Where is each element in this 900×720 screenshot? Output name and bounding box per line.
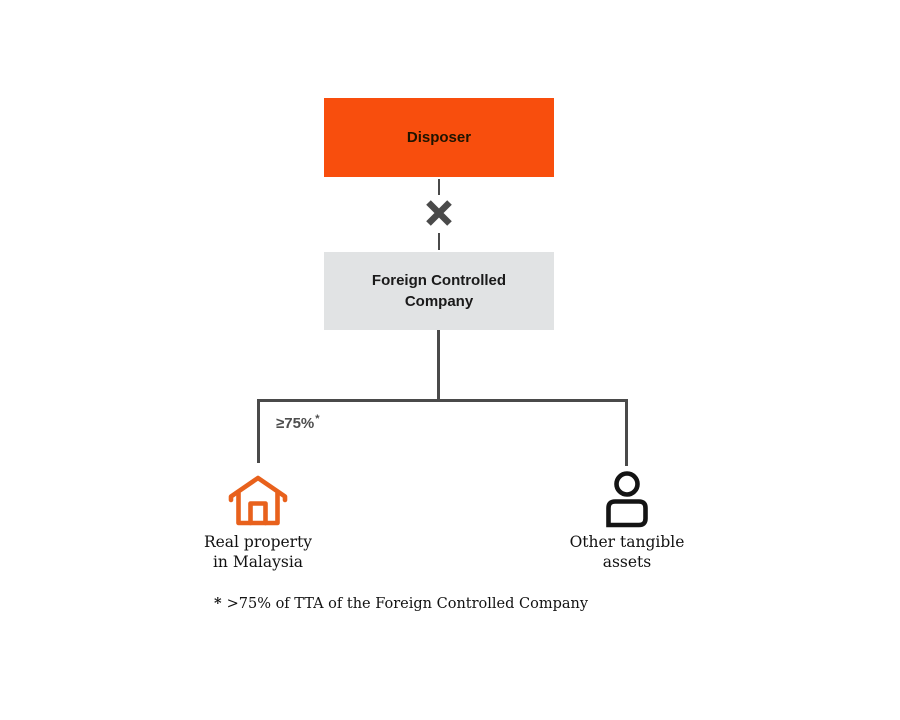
- house-icon: [228, 475, 288, 526]
- disposer-node: Disposer: [324, 98, 554, 177]
- footnote: *>75% of TTA of the Foreign Controlled C…: [214, 595, 588, 612]
- connector-line: [257, 399, 628, 402]
- connector-dash-segment: [438, 233, 440, 250]
- foreign-controlled-company-label: Foreign Controlled Company: [371, 272, 507, 310]
- person-icon: [606, 471, 648, 528]
- disposer-label: Disposer: [406, 129, 472, 146]
- ownership-percentage-label: ≥75%*: [276, 413, 320, 432]
- connector-dash-segment: [438, 179, 440, 195]
- foreign-controlled-company-node: Foreign Controlled Company: [324, 252, 554, 330]
- footnote-marker-superscript: *: [315, 413, 320, 425]
- ownership-value: ≥75%: [276, 415, 315, 432]
- real-property-caption: Real property in Malaysia: [203, 533, 313, 571]
- other-tangible-assets-caption: Other tangible assets: [569, 533, 685, 571]
- connector-line: [257, 399, 260, 463]
- connector-line: [625, 399, 628, 466]
- cross-icon: [426, 200, 452, 226]
- connector-line: [437, 330, 440, 400]
- footnote-marker: *: [214, 595, 222, 612]
- footnote-text: >75% of TTA of the Foreign Controlled Co…: [226, 596, 589, 612]
